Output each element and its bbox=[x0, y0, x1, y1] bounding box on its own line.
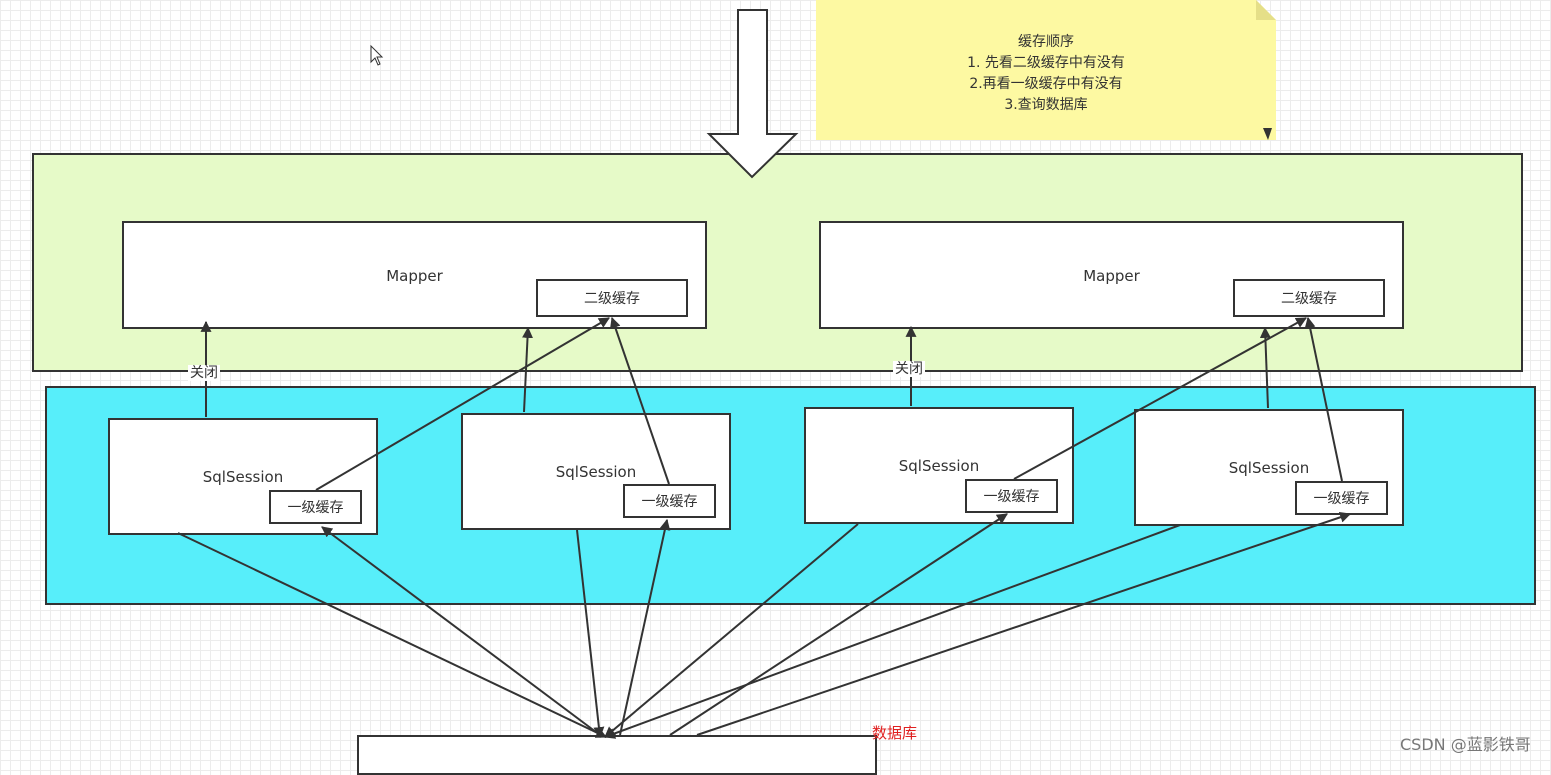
session-cache-label-1: 一级缓存 bbox=[287, 500, 344, 516]
sqlsession-label-1: SqlSession bbox=[202, 468, 284, 486]
mapper-cache-label-2: 二级缓存 bbox=[1281, 291, 1337, 307]
mapper-cache-box-1[interactable]: 二级缓存 bbox=[536, 279, 688, 317]
note-corner-arrow bbox=[1263, 128, 1272, 140]
mapper-cache-box-2[interactable]: 二级缓存 bbox=[1233, 279, 1385, 317]
note-line-1: 1. 先看二级缓存中有没有 bbox=[967, 55, 1125, 71]
session-cache-box-2[interactable]: 一级缓存 bbox=[623, 484, 716, 518]
session3-to-db-arrow bbox=[604, 523, 859, 738]
query-entry-arrow bbox=[706, 9, 799, 179]
db-to-cache1-arrow bbox=[321, 526, 601, 736]
session4-to-l2-arrow bbox=[1304, 316, 1343, 482]
note-title: 缓存顺序 bbox=[1018, 34, 1074, 50]
session-cache-box-3[interactable]: 一级缓存 bbox=[965, 479, 1058, 513]
connector-layer bbox=[177, 9, 1352, 739]
mapper-label-2: Mapper bbox=[1083, 267, 1140, 285]
session4-up-arrow bbox=[1259, 326, 1271, 409]
sqlsession-label-4: SqlSession bbox=[1228, 459, 1310, 477]
watermark: CSDN @蓝影铁哥 bbox=[1400, 735, 1531, 754]
session-cache-label-2: 一级缓存 bbox=[641, 494, 698, 510]
close-label-2: 关闭 bbox=[893, 361, 925, 377]
sqlsession-label-2: SqlSession bbox=[555, 463, 637, 481]
session-cache-box-1[interactable]: 一级缓存 bbox=[269, 490, 362, 524]
db-to-cache3-arrow bbox=[669, 513, 1008, 736]
note-line-3: 3.查询数据库 bbox=[1004, 97, 1088, 113]
session-cache-label-4: 一级缓存 bbox=[1313, 491, 1370, 507]
mapper-label-1: Mapper bbox=[386, 267, 443, 285]
mapper-cache-label-1: 二级缓存 bbox=[584, 291, 640, 307]
db-to-cache2-arrow bbox=[619, 518, 671, 736]
session2-to-l2-arrow bbox=[610, 316, 670, 485]
session4-to-db-arrow bbox=[603, 524, 1181, 739]
session2-up-arrow bbox=[522, 326, 534, 413]
session-cache-label-3: 一级缓存 bbox=[983, 489, 1040, 505]
close-label-1: 关闭 bbox=[188, 365, 220, 381]
sticky-note[interactable]: 缓存顺序 1. 先看二级缓存中有没有 2.再看一级缓存中有没有 3.查询数据库 bbox=[816, 0, 1276, 140]
db-to-cache4-arrow bbox=[696, 511, 1352, 736]
sqlsession-label-3: SqlSession bbox=[898, 457, 980, 475]
diagram-canvas: 缓存顺序 1. 先看二级缓存中有没有 2.再看一级缓存中有没有 3.查询数据库 … bbox=[32, 0, 1536, 775]
note-text: 缓存顺序 1. 先看二级缓存中有没有 2.再看一级缓存中有没有 3.查询数据库 bbox=[816, 32, 1276, 116]
note-line-2: 2.再看一级缓存中有没有 bbox=[969, 76, 1123, 92]
session1-to-l2-arrow bbox=[315, 317, 610, 491]
database-label: 数据库 bbox=[872, 724, 918, 742]
session2-to-db-arrow bbox=[576, 529, 605, 739]
session1-to-db-arrow bbox=[177, 532, 607, 738]
session3-to-l2-arrow bbox=[1013, 317, 1307, 480]
mouse-cursor-icon bbox=[370, 45, 384, 66]
